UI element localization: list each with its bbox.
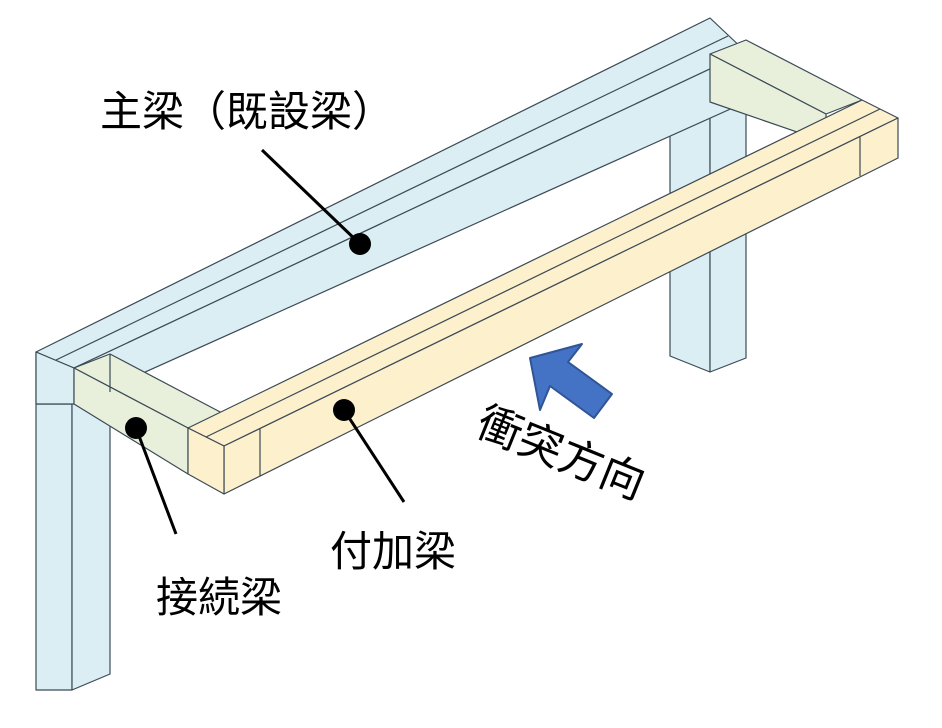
main-beam-top-face: [35, 17, 747, 369]
leader-connection-beam: [125, 417, 178, 535]
added-beam-label: 付加梁: [330, 527, 456, 576]
impact-direction-label: 衝突方向: [470, 397, 652, 510]
front-left-column: [35, 339, 111, 691]
leader-main-beam: [260, 148, 371, 255]
added-beam-left-end: [187, 427, 225, 495]
added-beam: [187, 99, 899, 495]
connection-beam-label: 接続梁: [156, 573, 282, 622]
main-beam-label: 主梁（既設梁）: [100, 87, 394, 136]
impact-arrow: [529, 343, 613, 419]
leader-added-beam: [333, 399, 406, 503]
main-beam: [35, 17, 747, 405]
